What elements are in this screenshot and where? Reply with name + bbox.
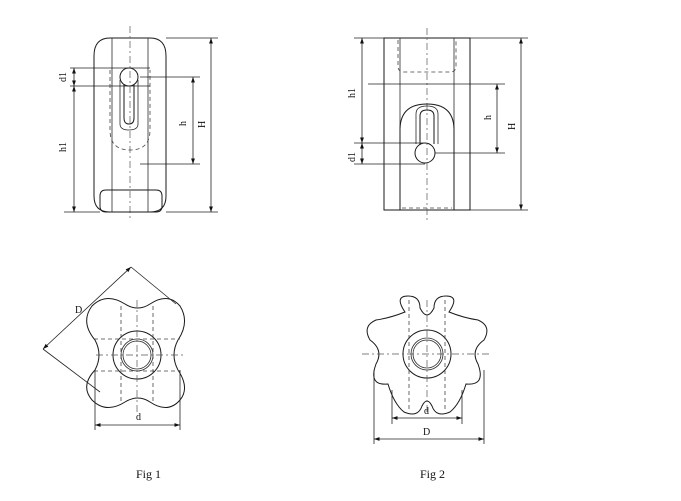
fig2-caption: Fig 2 — [420, 467, 445, 481]
fig1-label-d1: d1 — [58, 72, 69, 82]
fig1-label-h1: h1 — [58, 142, 69, 152]
fig1-caption: Fig 1 — [136, 467, 161, 481]
fig1-label-H: H — [197, 121, 208, 128]
fig1-label-d: d — [136, 412, 141, 423]
fig2-label-d1: d1 — [347, 152, 358, 162]
fig1-top-view — [42, 266, 186, 430]
fig1-label-D: D — [75, 305, 82, 316]
fig2-label-D: D — [423, 427, 430, 438]
fig2-label-h1: h1 — [347, 88, 358, 98]
fig2-label-h: h — [483, 115, 494, 120]
fig1-front-view — [64, 26, 218, 220]
fig2-label-H: H — [507, 123, 518, 130]
fig2-top-view — [362, 295, 490, 444]
fig2-label-d: d — [424, 406, 429, 417]
fig2-front-view — [354, 28, 528, 220]
fig1-label-h: h — [178, 121, 189, 126]
